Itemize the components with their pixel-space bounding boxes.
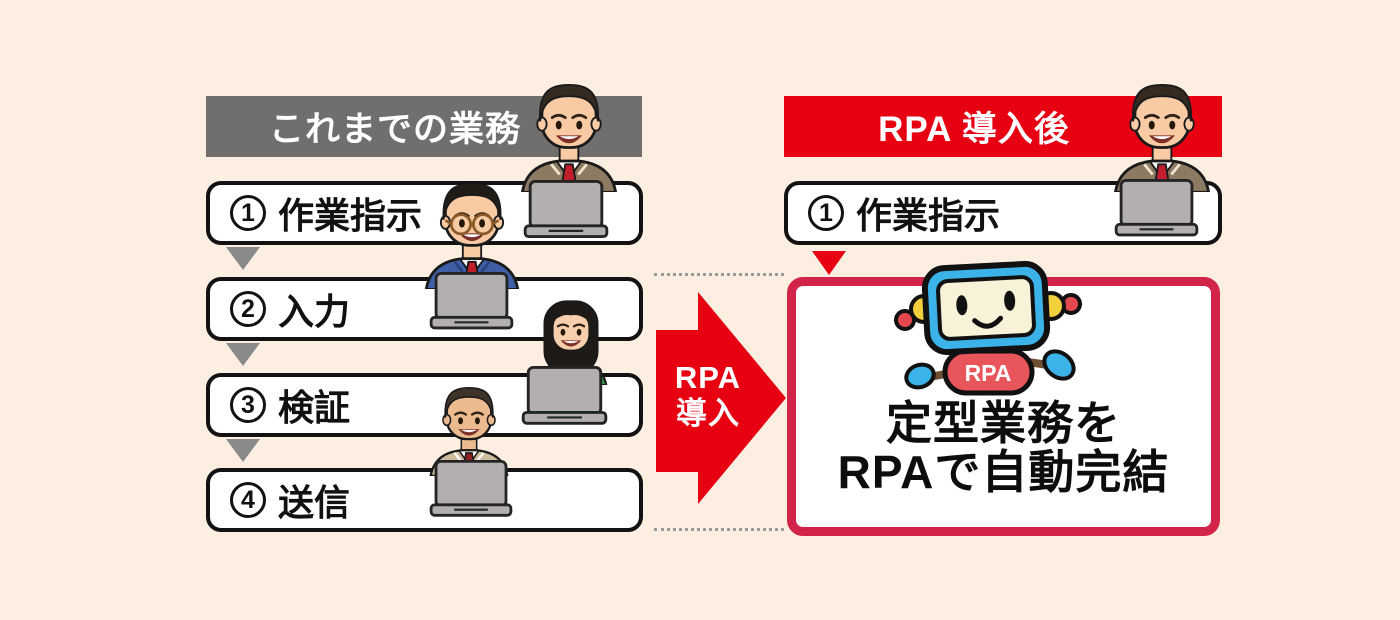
- result-text: 定型業務を RPAで自動完結: [787, 399, 1220, 497]
- laptop-icon: [429, 460, 513, 517]
- rpa-introduction-arrow-label: RPA 導入: [656, 360, 760, 432]
- flow-arrow-down-icon: [226, 439, 260, 462]
- flow-arrow-down-icon: [226, 247, 260, 270]
- worker-illustration-1: [513, 84, 625, 193]
- dotted-connector-top: [654, 273, 784, 276]
- after-step-number-1: 1: [808, 195, 844, 231]
- robot-badge-label: RPA: [965, 360, 1012, 386]
- after-header-label: RPA 導入後: [878, 110, 1070, 149]
- worker-illustration-5: [1106, 84, 1218, 193]
- step-label-4: 送信: [278, 482, 351, 523]
- laptop-icon: [521, 366, 608, 425]
- dotted-connector-bottom: [654, 528, 784, 531]
- laptop-icon: [1114, 179, 1199, 237]
- arrow-label-line2: 導入: [676, 396, 740, 431]
- result-line2: RPAで自動完結: [837, 446, 1170, 498]
- step-label-3: 検証: [278, 387, 351, 428]
- flow-arrow-down-red-icon: [812, 251, 846, 275]
- laptop-icon: [523, 180, 609, 239]
- step-number-4: 4: [230, 482, 266, 518]
- rpa-introduction-arrow-icon: [656, 292, 786, 504]
- before-header-label: これまでの業務: [268, 110, 521, 149]
- flow-arrow-down-icon: [226, 343, 260, 366]
- laptop-icon: [429, 272, 514, 330]
- step-label-1: 作業指示: [278, 195, 423, 236]
- step-number-1: 1: [230, 195, 266, 231]
- after-step-label-1: 作業指示: [856, 195, 1001, 236]
- step-label-2: 入力: [278, 291, 351, 332]
- step-number-2: 2: [230, 291, 266, 327]
- step-number-3: 3: [230, 387, 266, 423]
- rpa-robot-mascot-icon: RPA: [894, 260, 1082, 396]
- result-line1: 定型業務を: [886, 397, 1121, 449]
- arrow-label-line1: RPA: [674, 360, 742, 395]
- step-box-4: 4 送信: [206, 468, 643, 532]
